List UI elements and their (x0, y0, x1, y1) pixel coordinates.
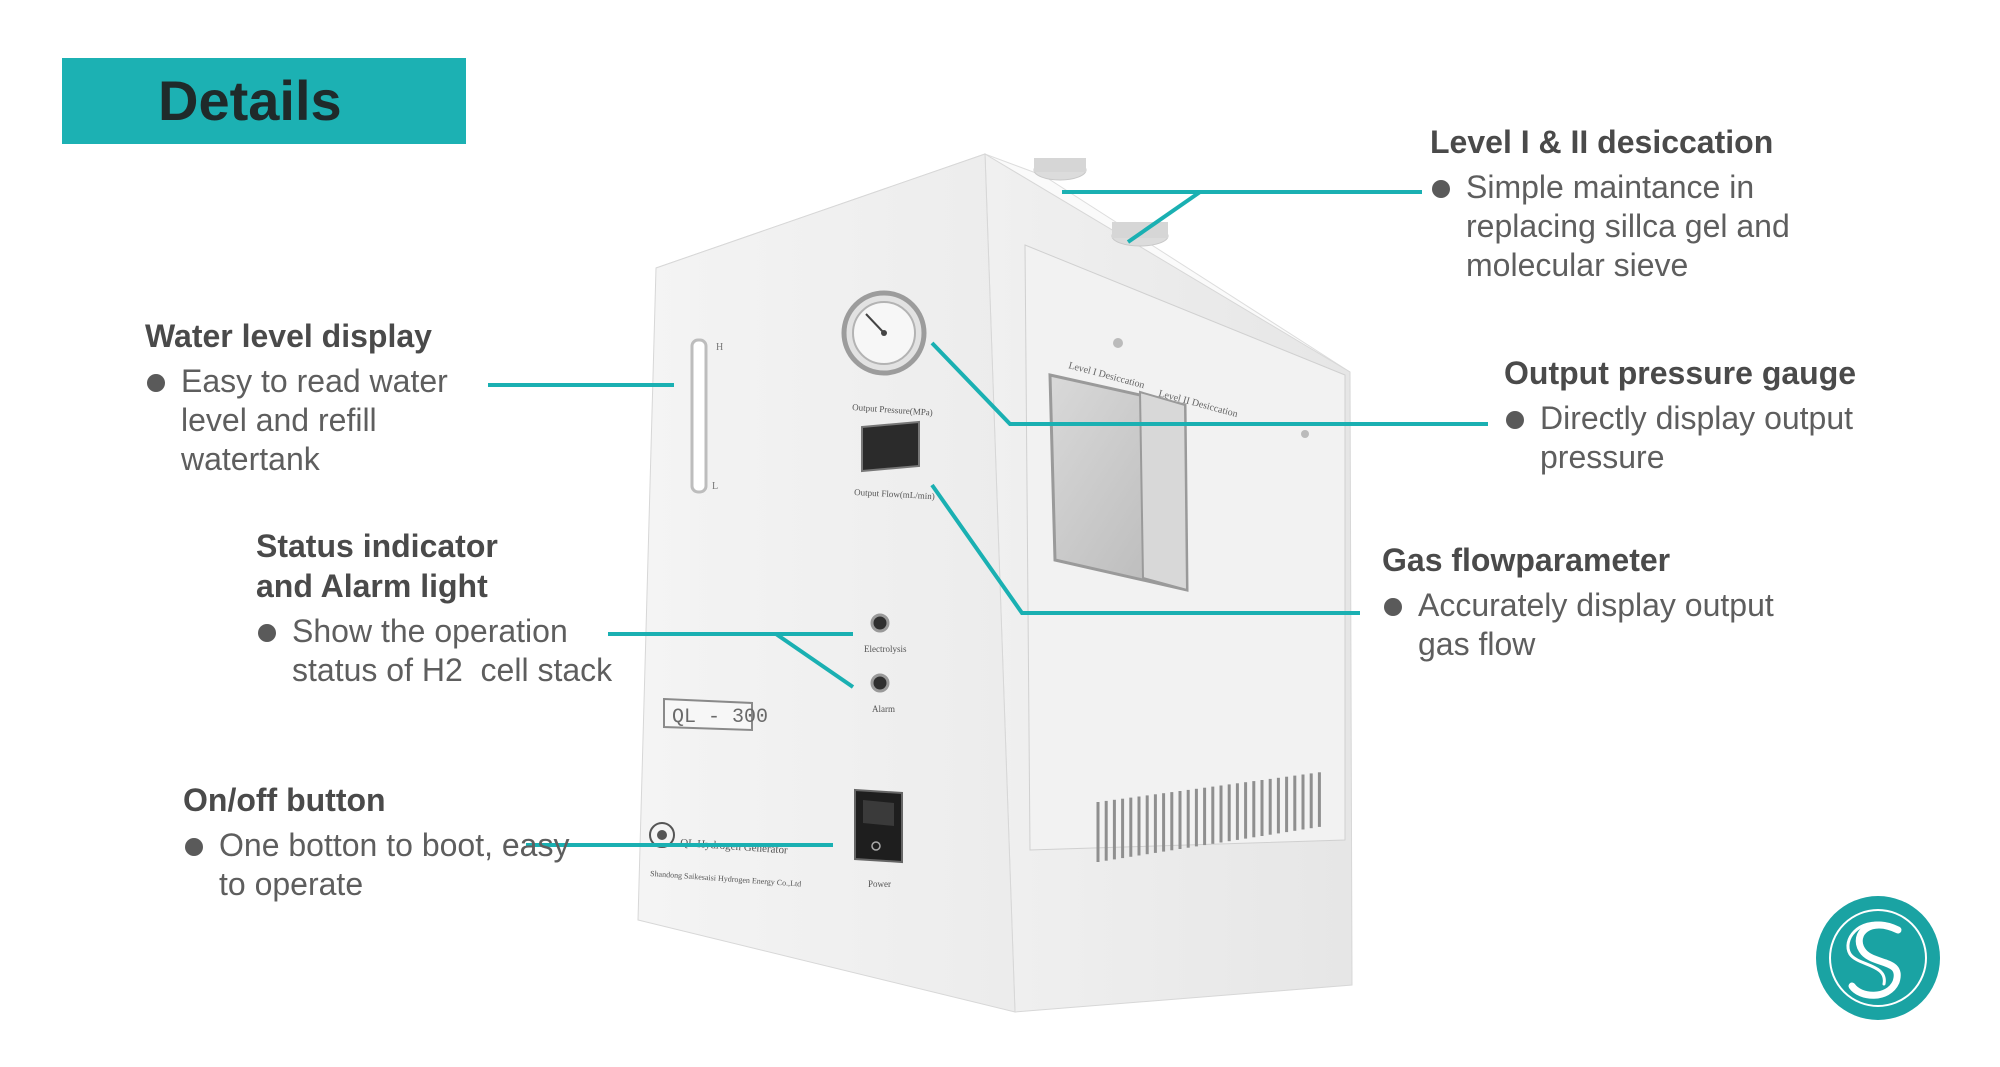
feature-bullet: Simple maintance in replacing sillca gel… (1430, 168, 1850, 285)
callout-lines (488, 190, 1488, 847)
bullet-dot-icon (258, 624, 276, 642)
feature-description: Simple maintance in replacing sillca gel… (1466, 169, 1790, 283)
level-low-label: L (712, 481, 718, 492)
feature-description: Easy to read water level and refill wate… (181, 363, 448, 477)
feature-bullet: Easy to read water level and refill wate… (145, 362, 505, 479)
electrolysis-label: Electrolysis (864, 644, 907, 654)
vent-grille (1096, 772, 1321, 862)
desiccation-window: Level I Desiccation Level II Desiccation (1024, 244, 1346, 851)
feature-bullet: Show the operation status of H2 cell sta… (256, 612, 656, 690)
feature-bullet: One botton to boot, easy to operate (183, 826, 583, 904)
feature-title-line-2: and Alarm light (256, 568, 488, 604)
electrolysis-light (870, 613, 890, 633)
feature-title: Output pressure gauge (1504, 355, 1857, 391)
details-banner: Details (62, 58, 466, 144)
bullet-dot-icon (1432, 180, 1450, 198)
bullet-dot-icon (185, 838, 203, 856)
feature-description: One botton to boot, easy to operate (219, 827, 570, 902)
gauge-leader-line (930, 341, 1488, 426)
alarm-label: Alarm (872, 704, 895, 714)
feature-description: Accurately display output gas flow (1418, 587, 1774, 662)
model-label: QL - 300 (663, 697, 768, 732)
feature-bullet: Accurately display output gas flow (1382, 586, 1802, 664)
flow-leader-line (930, 483, 1360, 615)
feature-gas-flow: Gas flowparameter Accurately display out… (1382, 540, 1802, 664)
feature-title: Level I & II desiccation (1430, 124, 1774, 160)
feature-bullet: Directly display output pressure (1504, 399, 1924, 477)
alarm-light (870, 673, 890, 693)
feature-pressure-gauge: Output pressure gauge Directly display o… (1504, 353, 1924, 477)
feature-water-level: Water level display Easy to read water l… (145, 316, 505, 479)
feature-title: On/off button (183, 782, 386, 818)
feature-description: Show the operation status of H2 cell sta… (292, 613, 613, 688)
feature-desiccation: Level I & II desiccation Simple maintanc… (1430, 122, 1850, 285)
model-label-text: QL - 300 (672, 706, 768, 729)
page-title: Details (158, 69, 342, 132)
bullet-dot-icon (1384, 598, 1402, 616)
level-high-label: H (716, 342, 723, 353)
bullet-dot-icon (1506, 411, 1524, 429)
power-switch: Power (854, 788, 903, 889)
feature-status-indicator: Status indicator and Alarm light Show th… (256, 526, 656, 690)
feature-title: Gas flowparameter (1382, 542, 1671, 578)
flow-caption: Output Flow(mL/min) (854, 487, 935, 501)
feature-description: Directly display output pressure (1540, 400, 1854, 475)
feature-title: Water level display (145, 318, 432, 354)
indicator-lights: Electrolysis Alarm (864, 613, 907, 714)
generator-front-panel (637, 153, 1016, 1013)
desiccation-caps (1033, 158, 1169, 247)
feature-title: Status indicator and Alarm light (256, 526, 656, 606)
water-level-window: H L (690, 338, 723, 494)
bullet-dot-icon (147, 374, 165, 392)
saikesaisi-logo (1816, 896, 1940, 1020)
power-label: Power (868, 879, 891, 889)
pressure-gauge: Output Pressure(MPa) (841, 290, 933, 418)
hydrogen-generator: Level I Desiccation Level II Desiccation… (637, 153, 1353, 1013)
flow-display: Output Flow(mL/min) (854, 420, 935, 501)
feature-on-off-button: On/off button One botton to boot, easy t… (183, 780, 583, 904)
feature-title-line-1: Status indicator (256, 528, 498, 564)
